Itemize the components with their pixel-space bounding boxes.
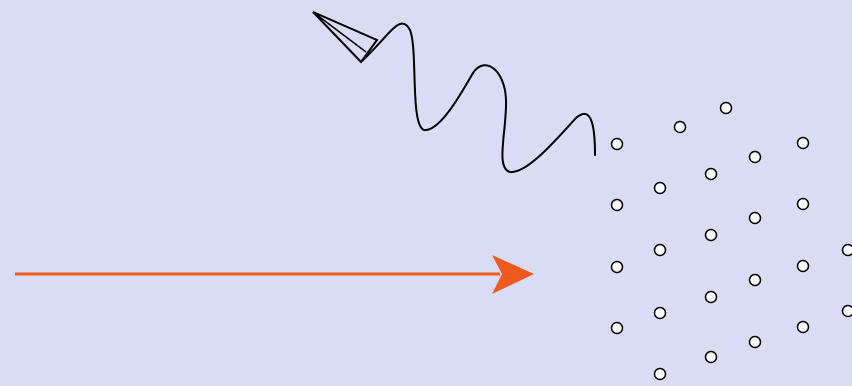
particle: [655, 308, 666, 319]
particle: [798, 199, 809, 210]
particle: [655, 183, 666, 194]
particle: [798, 322, 809, 333]
particle: [675, 122, 686, 133]
particle: [750, 337, 761, 348]
particle: [843, 306, 852, 317]
particle: [655, 245, 666, 256]
particle: [612, 200, 623, 211]
particle: [750, 213, 761, 224]
particle: [612, 262, 623, 273]
particle: [798, 261, 809, 272]
particle: [706, 352, 717, 363]
particle: [721, 103, 732, 114]
particle: [612, 323, 623, 334]
particle: [798, 138, 809, 149]
particle: [706, 292, 717, 303]
particle: [706, 230, 717, 241]
particle: [750, 275, 761, 286]
particle: [612, 139, 623, 150]
particle: [750, 152, 761, 163]
particle: [706, 169, 717, 180]
particle: [843, 245, 852, 256]
particle: [655, 369, 666, 380]
